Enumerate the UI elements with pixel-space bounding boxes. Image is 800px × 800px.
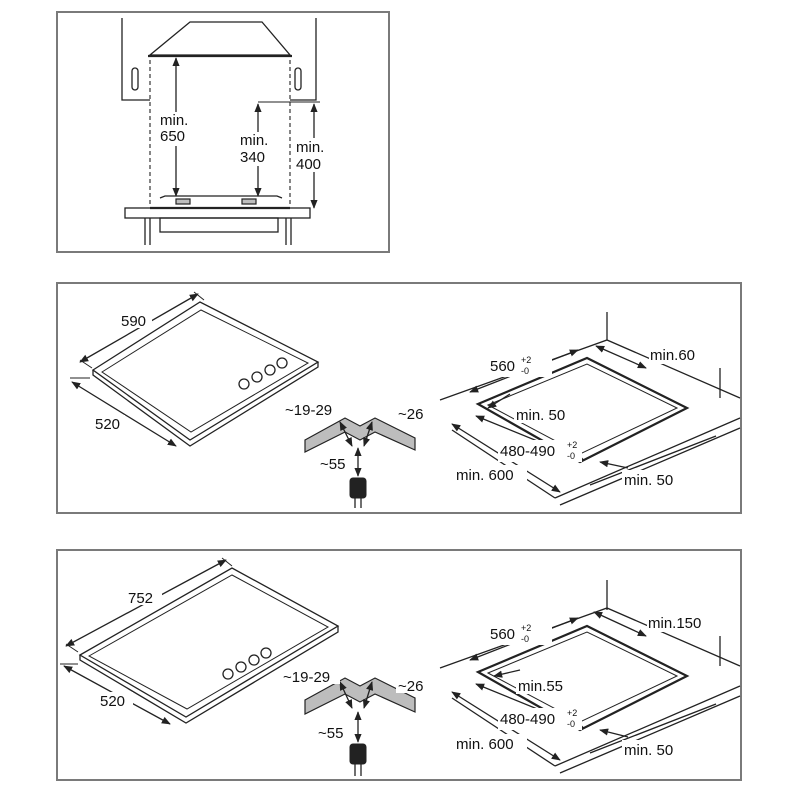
flange-detail-b <box>304 677 416 776</box>
label-480-tol-up-b: +2 <box>567 708 577 718</box>
middle-panel: 590 520 ~19-29 ~26 ~55 <box>56 282 742 514</box>
label-650-min: min. <box>160 112 188 129</box>
label-560-tol-up-b: +2 <box>521 623 531 633</box>
label-650-value: 650 <box>160 128 185 145</box>
label-min600-b: min. 600 <box>456 736 514 753</box>
top-panel: min. 650 min. 340 min. 400 <box>56 11 390 253</box>
label-flange-c: ~55 <box>320 456 345 473</box>
label-560: 560 <box>490 358 515 375</box>
label-480-490: 480-490 <box>500 443 555 460</box>
worktop-side-view <box>124 195 311 245</box>
label-340-value: 340 <box>240 149 265 166</box>
label-flange-b-b: ~26 <box>398 678 423 695</box>
label-400-min: min. <box>296 139 324 156</box>
cooker-hood <box>148 21 292 58</box>
dim-min60-line <box>595 345 647 369</box>
label-min50-side-b: min. 50 <box>624 742 673 759</box>
dim-min150-line <box>593 611 647 637</box>
label-480-tol-up: +2 <box>567 440 577 450</box>
label-min600: min. 600 <box>456 467 514 484</box>
label-480-490-b: 480-490 <box>500 711 555 728</box>
flange-detail <box>304 417 416 508</box>
dim-520-line <box>71 381 177 447</box>
bottom-panel: 752 520 ~19-29 ~26 ~55 <box>56 549 742 781</box>
label-flange-a: ~19-29 <box>285 402 332 419</box>
label-min50-side: min. 50 <box>624 472 673 489</box>
label-752: 752 <box>128 590 153 607</box>
wall-cabinet-left <box>121 18 150 101</box>
label-480-tol-down-b: -0 <box>567 719 575 729</box>
label-flange-a-b: ~19-29 <box>283 669 330 686</box>
label-560-b: 560 <box>490 626 515 643</box>
label-560-tol-down-b: -0 <box>521 634 529 644</box>
label-340-min: min. <box>240 132 268 149</box>
label-min60: min.60 <box>650 347 695 364</box>
label-min50-front: min. 50 <box>516 407 565 424</box>
label-flange-c-b: ~55 <box>318 725 343 742</box>
label-560-tol-up: +2 <box>521 355 531 365</box>
label-min150: min.150 <box>648 615 701 632</box>
label-590: 590 <box>121 313 146 330</box>
wall-cabinet-right <box>290 18 317 101</box>
label-flange-b: ~26 <box>398 406 423 423</box>
label-480-tol-down: -0 <box>567 451 575 461</box>
label-520: 520 <box>95 416 120 433</box>
label-min55: min.55 <box>518 678 563 695</box>
label-560-tol-down: -0 <box>521 366 529 376</box>
label-400-value: 400 <box>296 156 321 173</box>
label-520-b: 520 <box>100 693 125 710</box>
